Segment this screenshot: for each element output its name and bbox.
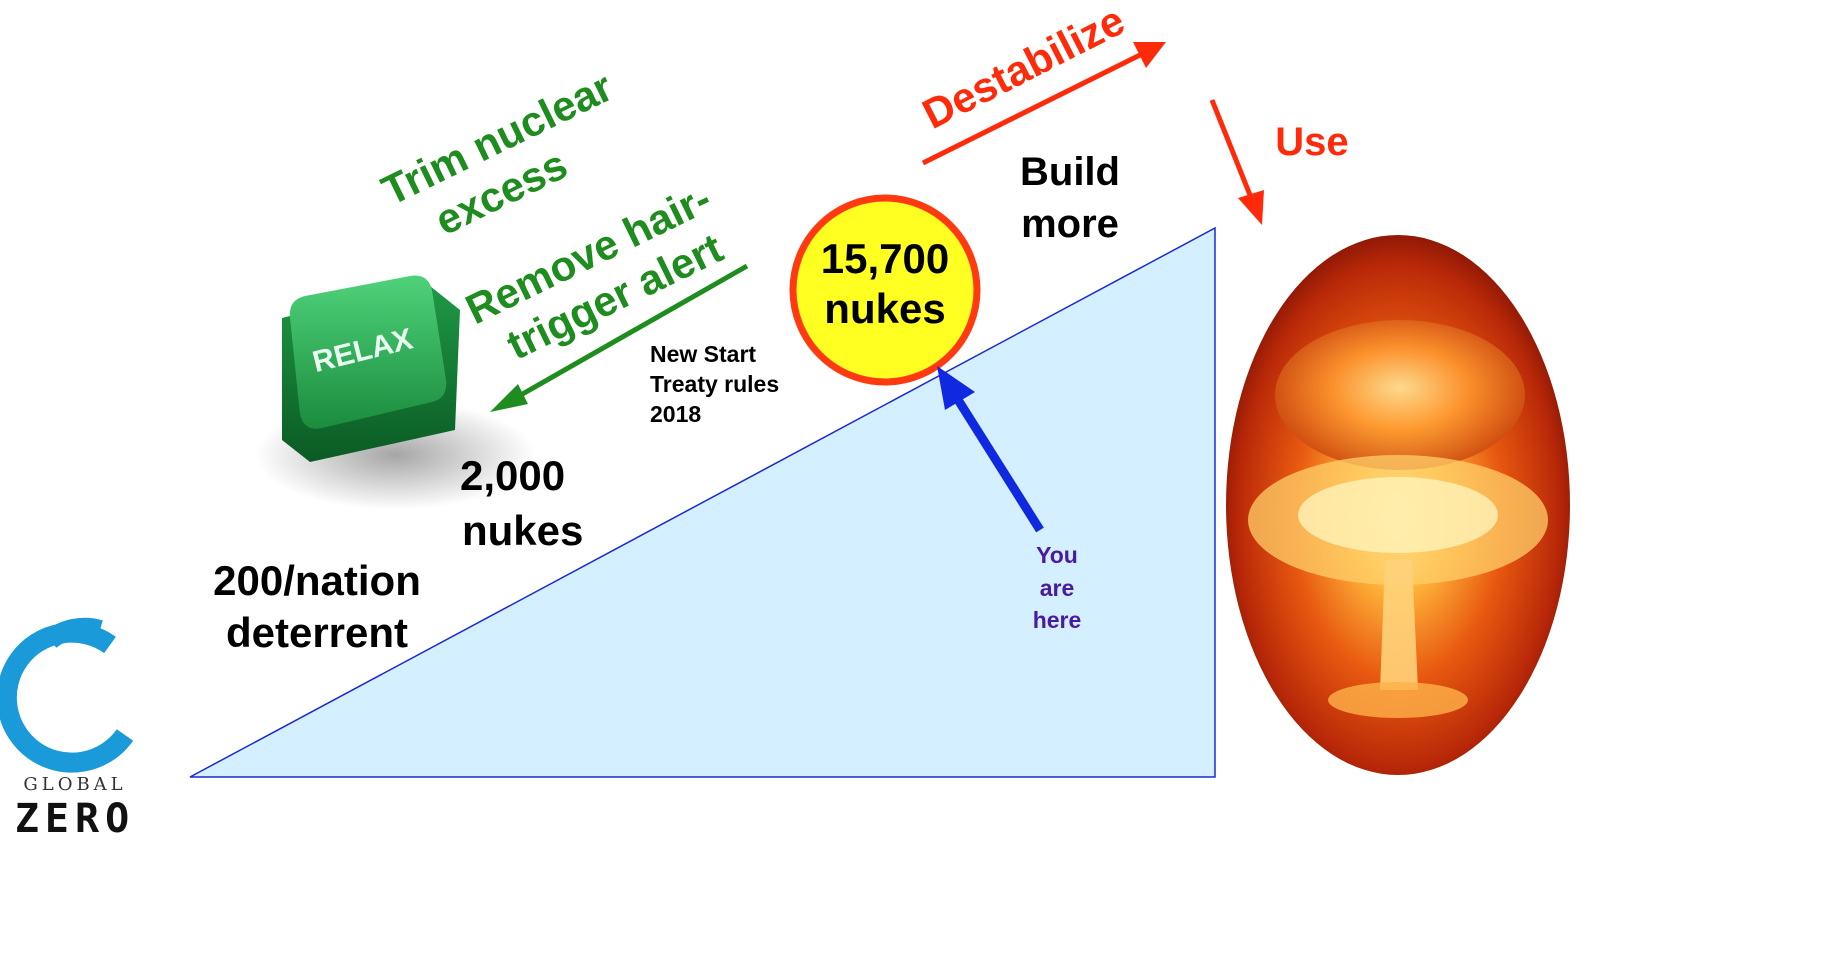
you-label: You	[1036, 542, 1078, 568]
destabilize-label: Destabilize	[915, 0, 1132, 138]
build-label-line1: Build	[1020, 150, 1120, 194]
deterrent-line1: 200/nation	[213, 557, 421, 604]
logo-zero: ZERO	[15, 796, 135, 842]
circle-unit: nukes	[824, 285, 945, 332]
global-zero-ring-icon	[0, 617, 134, 773]
are-label: are	[1040, 575, 1075, 601]
current-count-circle	[789, 194, 981, 386]
circle-count: 15,700	[821, 235, 949, 282]
you-are-here-arrow	[937, 366, 1044, 533]
build-label-line2: more	[1021, 202, 1119, 246]
here-label: here	[1033, 607, 1082, 633]
nukes-2000-line1: 2,000	[460, 452, 565, 499]
relax-arrow	[490, 263, 749, 412]
destabilize-arrow	[921, 42, 1166, 166]
global-zero-logo: GLOBAL ZERO	[0, 617, 135, 842]
treaty-line3: 2018	[650, 401, 701, 427]
treaty-line1: New Start	[650, 341, 756, 367]
use-label: Use	[1275, 120, 1348, 164]
relax-key-icon: RELAX	[255, 275, 535, 510]
mushroom-cloud-image	[1226, 235, 1570, 775]
escalation-triangle	[189, 226, 1216, 778]
deterrent-line2: deterrent	[226, 609, 408, 656]
treaty-line2: Treaty rules	[650, 371, 779, 397]
logo-global: GLOBAL	[23, 774, 126, 795]
use-arrow	[1209, 99, 1264, 225]
nukes-2000-line2: nukes	[462, 507, 583, 554]
